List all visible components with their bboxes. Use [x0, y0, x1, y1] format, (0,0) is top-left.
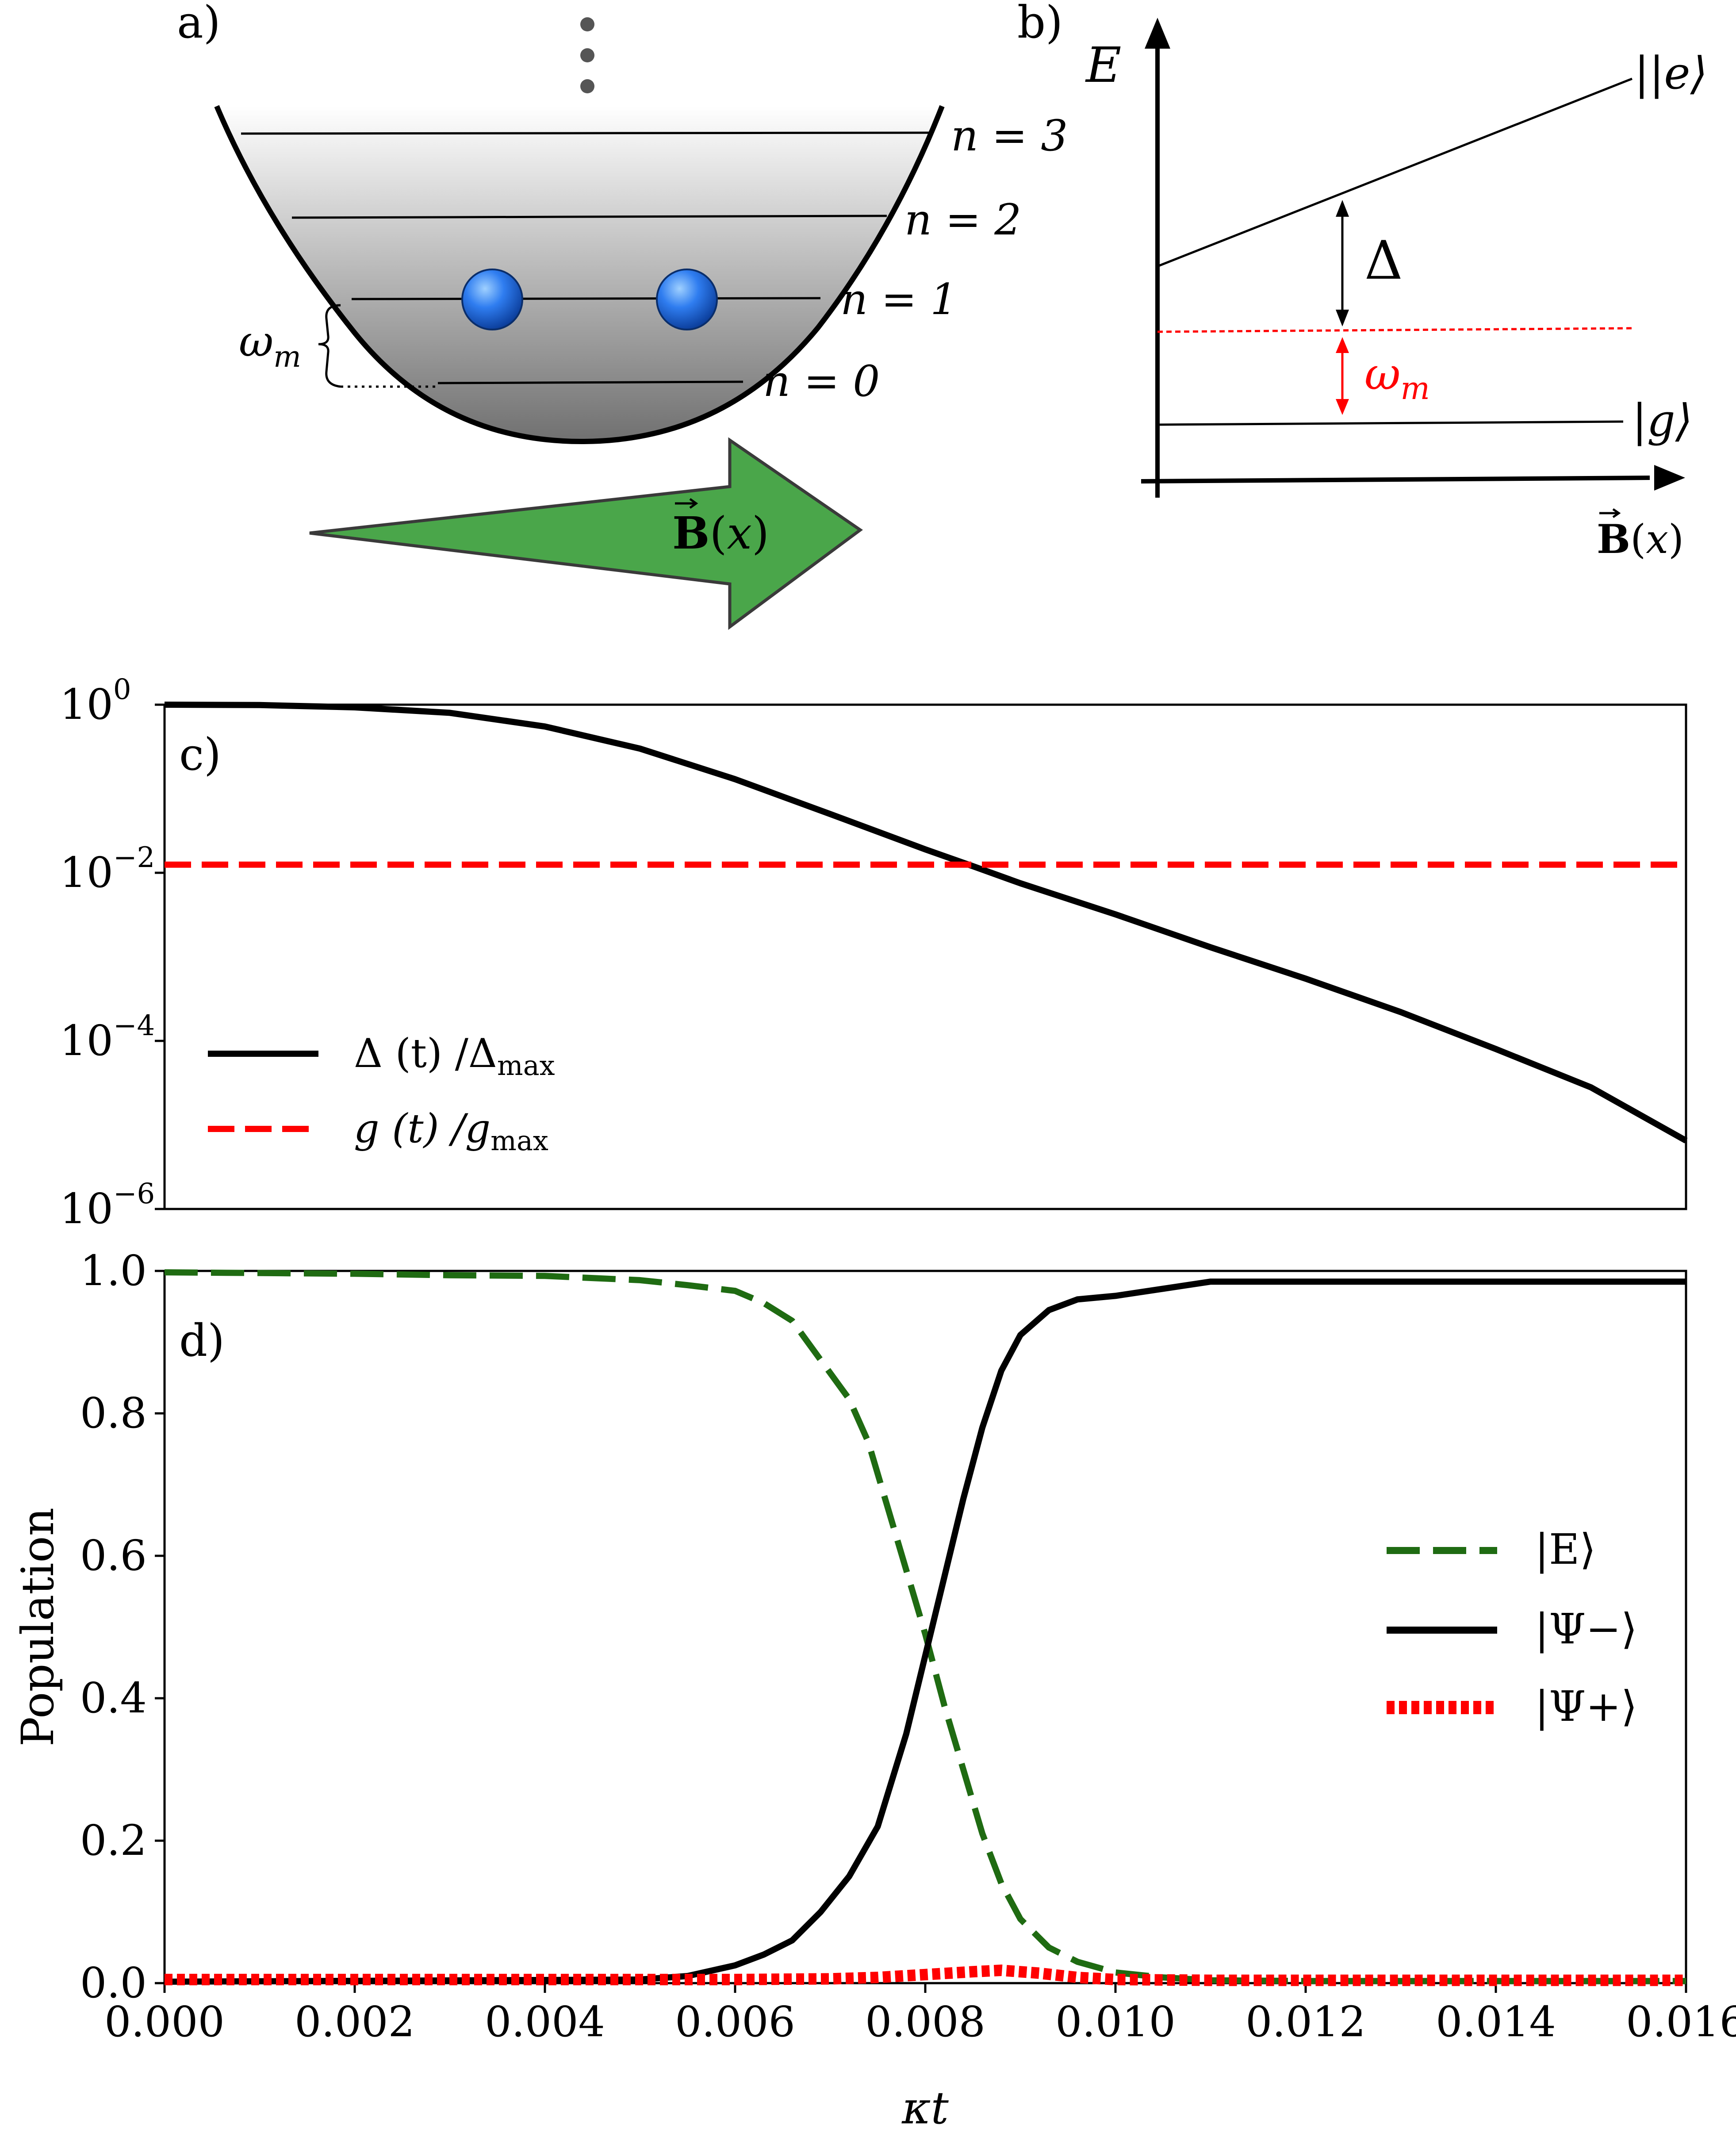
xtick-label: 0.008: [865, 1998, 985, 2046]
series-line-1: [164, 1278, 1686, 1985]
ytick-label: 100: [60, 673, 131, 729]
xtick-label: 0.010: [1055, 1998, 1176, 2046]
ytick-label: 0.2: [80, 1816, 147, 1865]
panel-c-legend: Δ (t) /Δmax g (t) /gmax: [208, 1030, 555, 1157]
legend-label-delta: Δ (t) /Δmax: [354, 1030, 555, 1082]
x-axis-label: κt: [901, 2082, 949, 2130]
ytick-label: 10−6: [60, 1178, 155, 1233]
ellipsis-dot: [580, 79, 594, 93]
level-label-n0: n = 0: [763, 357, 880, 406]
level-label-n3: n = 3: [951, 111, 1068, 161]
series-line-0: [164, 1269, 1686, 1984]
legend-label-psi-plus: |Ψ+⟩: [1535, 1682, 1637, 1731]
excited-level-line: [1157, 77, 1633, 268]
ground-state-label: |g⟩: [1632, 395, 1693, 446]
omega-arrowhead-up: [1336, 337, 1349, 353]
level-line-2: [291, 215, 887, 219]
panel-c-frame: [163, 703, 1687, 1210]
y-axis-label: Population: [12, 1508, 64, 1746]
ytick-label: 0.0: [80, 1959, 147, 2007]
level-line-1: [351, 297, 821, 300]
xtick-label: 0.006: [675, 1998, 795, 2046]
ellipsis-dot: [580, 17, 594, 31]
omega-brace: [318, 304, 341, 388]
level-label-n2: n = 2: [904, 195, 1021, 245]
legend-label-psi-minus: |Ψ−⟩: [1535, 1605, 1637, 1654]
atom-right: [656, 269, 718, 330]
field-label: B(x): [672, 507, 769, 559]
ytick-label: 10−4: [60, 1009, 155, 1065]
series-line-0: [164, 702, 1688, 1144]
ytick-label: 0.8: [80, 1389, 147, 1438]
ytick-label: 1.0: [80, 1247, 147, 1295]
legend-label-g: g (t) /gmax: [354, 1105, 548, 1157]
delta-arrowhead-down: [1336, 310, 1349, 326]
xtick-label: 0.016: [1626, 1998, 1736, 2046]
omega-m-label: ωm: [239, 317, 301, 374]
omega-reference-line: [1157, 327, 1633, 333]
delta-label: Δ: [1364, 230, 1403, 292]
atom-left: [461, 269, 523, 330]
panel-d-series: [164, 1269, 1686, 1986]
ytick-label: 0.4: [80, 1674, 147, 1723]
series-line-2: [165, 1965, 1686, 1986]
legend-label-E: |E⟩: [1535, 1525, 1596, 1574]
panel-b: b) E ||e⟩ |g⟩ Δ ωm B(x): [1017, 0, 1708, 563]
field-axis-arrowhead: [1654, 465, 1685, 491]
xtick-label: 0.004: [485, 1998, 605, 2046]
delta-arrowhead-up: [1336, 200, 1349, 217]
xtick-label: 0.002: [295, 1998, 415, 2046]
energy-axis-label: E: [1085, 37, 1121, 93]
magnetic-field-arrow: [309, 437, 863, 630]
level-line-0: [437, 380, 743, 384]
panel-c-yticks: 100 10−2 10−4 10−6: [60, 673, 165, 1233]
excited-state-label: ||e⟩: [1634, 47, 1708, 99]
field-axis-label: B(x): [1597, 516, 1684, 563]
field-axis: [1141, 476, 1650, 484]
vector-arrow-mark: [689, 498, 698, 509]
panel-a: a) n = 3 n = 2 n = 1 n = 0 ωm B(x): [177, 0, 1068, 630]
omega-arrowhead-down: [1336, 399, 1349, 415]
vector-arrow-mark: [1612, 508, 1621, 518]
xtick-label: 0.014: [1436, 1998, 1556, 2046]
energy-axis-arrowhead: [1145, 18, 1170, 49]
potential-well-curve: [214, 105, 945, 445]
xtick-label: 0.012: [1245, 1998, 1366, 2046]
panel-a-label: a): [177, 0, 221, 48]
level-line-3: [241, 131, 934, 135]
ytick-label: 10−2: [60, 841, 155, 897]
panel-d-label: d): [179, 1315, 225, 1366]
omega-label-red: ωm: [1364, 348, 1430, 407]
panel-c-series: [164, 702, 1688, 1144]
panel-c: c) 100 10−2 10−4 10−6 Δ (t) /Δmax g (t) /gm…: [60, 673, 1688, 1233]
panel-b-label: b): [1017, 0, 1063, 48]
ytick-label: 0.6: [80, 1531, 147, 1580]
panel-d-ticks: 0.0 0.2 0.4 0.6 0.8 1.0 0.000 0.002 0.004 0.006 0.…: [80, 1247, 1736, 2046]
xtick-label: 0.000: [104, 1998, 225, 2046]
panel-d-legend: |E⟩ |Ψ−⟩ |Ψ+⟩: [1387, 1525, 1637, 1731]
panel-d: d) 0.0 0.2 0.4 0.6 0.8 1.0 0.000 0.002 0.004 0.00…: [12, 1247, 1736, 2130]
ground-level-line: [1157, 420, 1624, 426]
level-label-n1: n = 1: [840, 275, 957, 324]
panel-c-label: c): [179, 729, 221, 780]
potential-well-fill: [217, 106, 942, 442]
ellipsis-dot: [580, 48, 594, 62]
